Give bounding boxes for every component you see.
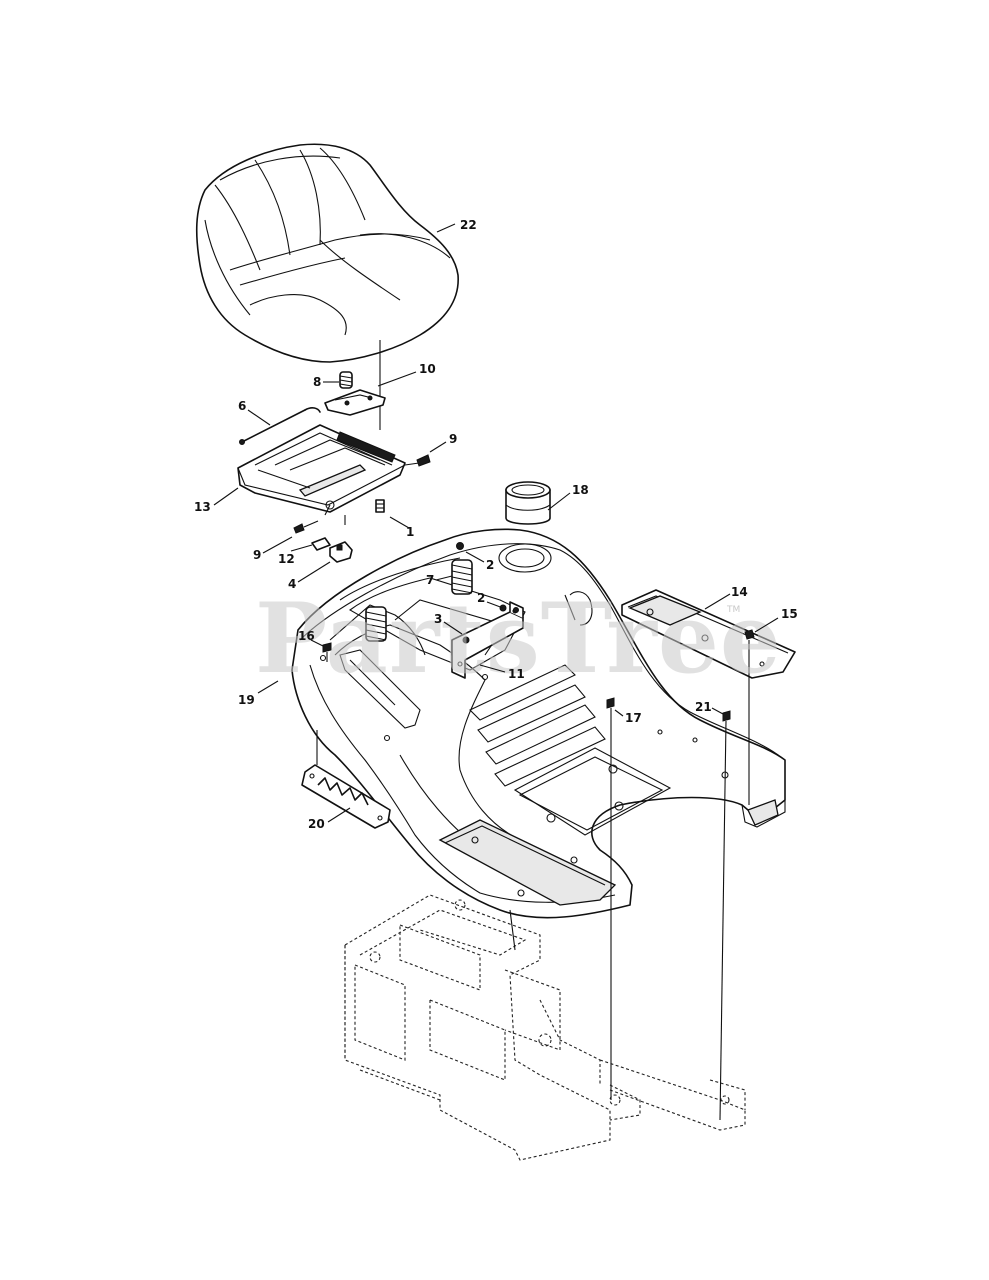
callout-16: 16 [298, 629, 315, 643]
fender-19 [291, 528, 786, 919]
spring-7-rear [365, 606, 387, 642]
knob-4 [329, 541, 353, 563]
seat-bracket-11 [451, 601, 524, 679]
seat-bracket-10 [324, 389, 386, 416]
leader-lines [213, 223, 779, 823]
watermark-text: PartsTree [255, 582, 782, 695]
seat-pan-13 [237, 424, 406, 525]
callout-20: 20 [308, 817, 325, 831]
screw-17 [606, 697, 615, 1100]
frame-chassis [344, 894, 746, 1161]
watermark: PartsTree TM [255, 582, 782, 695]
callout-6: 6 [238, 399, 246, 413]
callout-15: 15 [781, 607, 798, 621]
watermark-trademark: TM [726, 605, 740, 615]
callout-12: 12 [278, 552, 295, 566]
callout-10: 10 [419, 362, 436, 376]
callout-1: 1 [406, 525, 414, 539]
callout-2b: 2 [477, 591, 485, 605]
callout-4: 4 [288, 577, 296, 591]
knob-12 [311, 537, 331, 551]
callout-2a: 2 [486, 558, 494, 572]
callout-21: 21 [695, 700, 712, 714]
bolt-9-lower [293, 520, 319, 534]
callout-9b: 9 [253, 548, 261, 562]
callout-13: 13 [194, 500, 211, 514]
callout-8: 8 [313, 375, 321, 389]
callout-19: 19 [238, 693, 255, 707]
screw-21 [719, 710, 731, 1121]
callout-11: 11 [508, 667, 525, 681]
bolt-1 [375, 499, 385, 513]
seat-22 [195, 143, 459, 430]
screw-16 [322, 642, 332, 662]
callout-7: 7 [426, 573, 434, 587]
callout-17: 17 [625, 711, 642, 725]
fuel-cap-18 [505, 481, 551, 525]
callout-labels: 22 8 10 6 9 13 1 9 12 4 18 2 7 2 3 11 16… [194, 218, 798, 831]
bolt-9-upper [404, 454, 431, 467]
rod-6 [239, 407, 321, 445]
callout-22: 22 [460, 218, 477, 232]
spring-8 [339, 371, 353, 389]
fender-mount-line [316, 730, 516, 951]
callout-18: 18 [572, 483, 589, 497]
callout-14: 14 [731, 585, 748, 599]
bracket-20 [301, 764, 391, 829]
rear-panel-14 [621, 589, 796, 679]
callout-9a: 9 [449, 432, 457, 446]
callout-3: 3 [434, 612, 442, 626]
spring-7-front [451, 542, 473, 595]
